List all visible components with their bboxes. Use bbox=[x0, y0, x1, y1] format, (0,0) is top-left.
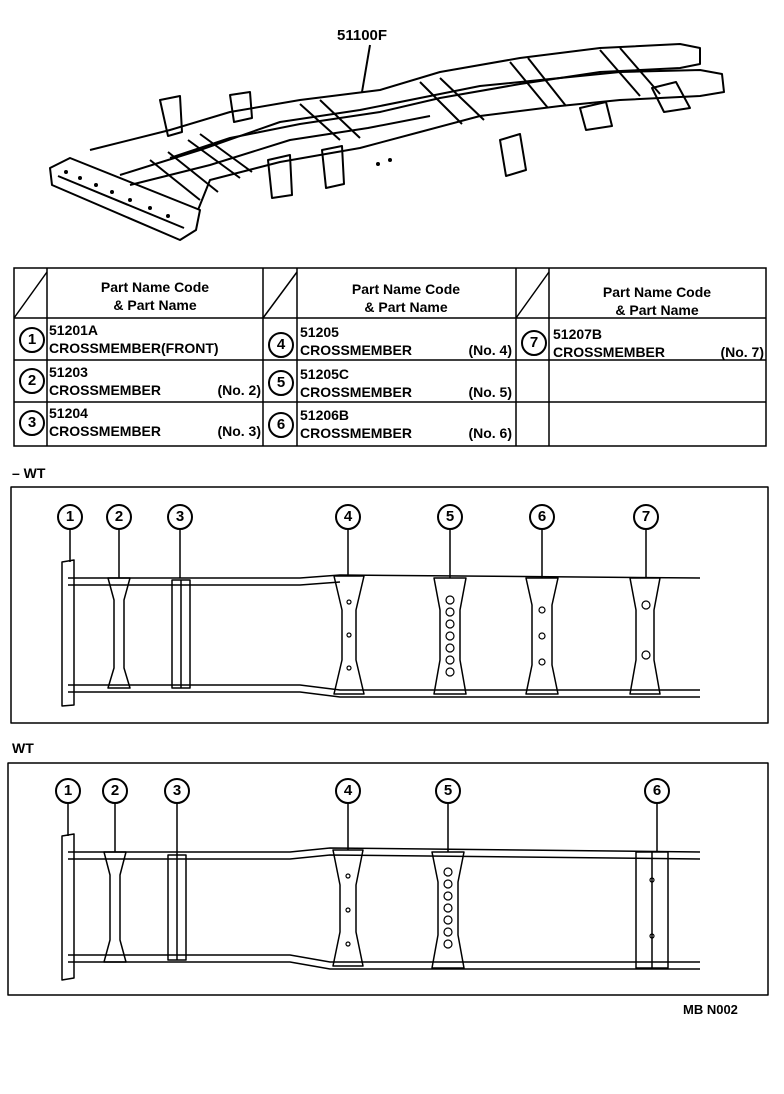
part-name: CROSSMEMBER bbox=[553, 344, 666, 360]
table-header-1: Part Name Code & Part Name bbox=[48, 278, 262, 314]
part-suffix: (No. 6) bbox=[468, 425, 512, 441]
part-row: 51205 CROSSMEMBER (No. 4) bbox=[300, 323, 512, 359]
part-name: CROSSMEMBER bbox=[300, 384, 413, 400]
part-code: 51205 bbox=[300, 324, 339, 340]
footer-code: MB N002 bbox=[683, 1002, 738, 1017]
header-line1: Part Name Code bbox=[100, 279, 210, 295]
header-line1: Part Name Code bbox=[602, 284, 712, 300]
callout-3: 3 bbox=[167, 504, 193, 530]
callout-number: 5 bbox=[268, 370, 294, 396]
callout-4: 4 bbox=[335, 504, 361, 530]
section-label-wt: WT bbox=[12, 740, 34, 756]
callout-6: 6 bbox=[529, 504, 555, 530]
part-suffix: (No. 4) bbox=[468, 342, 512, 358]
callout-number: 6 bbox=[268, 412, 294, 438]
header-line2: & Part Name bbox=[364, 299, 448, 315]
part-code: 51205C bbox=[300, 366, 350, 382]
part-row: 51205C CROSSMEMBER (No. 5) bbox=[300, 365, 512, 401]
callout-2: 2 bbox=[102, 778, 128, 804]
callout-number: 2 bbox=[19, 368, 45, 394]
header-line2: & Part Name bbox=[615, 302, 699, 318]
part-name: CROSSMEMBER bbox=[300, 425, 413, 441]
part-row: 51207B CROSSMEMBER (No. 7) bbox=[553, 325, 764, 361]
callout-2: 2 bbox=[106, 504, 132, 530]
callout-3: 3 bbox=[164, 778, 190, 804]
callout-5: 5 bbox=[435, 778, 461, 804]
callout-7: 7 bbox=[633, 504, 659, 530]
plan-view-top-svg bbox=[10, 486, 769, 724]
part-suffix: (No. 3) bbox=[217, 423, 261, 439]
part-suffix: (No. 7) bbox=[720, 344, 764, 360]
part-code: 51206B bbox=[300, 407, 350, 423]
header-line2: & Part Name bbox=[113, 297, 197, 313]
part-name: CROSSMEMBER bbox=[300, 342, 413, 358]
part-row: 51206B CROSSMEMBER (No. 6) bbox=[300, 406, 512, 442]
parts-table-grid bbox=[13, 267, 767, 447]
callout-5: 5 bbox=[437, 504, 463, 530]
frame-part-number: 51100F bbox=[337, 27, 388, 44]
part-code: 51204 bbox=[49, 405, 88, 421]
callout-number: 7 bbox=[521, 330, 547, 356]
part-suffix: (No. 5) bbox=[468, 384, 512, 400]
part-row: 51201A CROSSMEMBER(FRONT) bbox=[49, 321, 219, 357]
callout-1: 1 bbox=[55, 778, 81, 804]
callout-number: 3 bbox=[19, 410, 45, 436]
callout-1: 1 bbox=[57, 504, 83, 530]
part-code: 51207B bbox=[553, 326, 603, 342]
callout-number: 1 bbox=[19, 327, 45, 353]
part-suffix: (No. 2) bbox=[217, 382, 261, 398]
table-header-2: Part Name Code & Part Name bbox=[298, 280, 514, 316]
callout-6: 6 bbox=[644, 778, 670, 804]
part-row: 51204 CROSSMEMBER (No. 3) bbox=[49, 404, 261, 440]
part-name: CROSSMEMBER(FRONT) bbox=[49, 340, 219, 356]
part-name: CROSSMEMBER bbox=[49, 382, 162, 398]
header-line1: Part Name Code bbox=[351, 281, 461, 297]
callout-number: 4 bbox=[268, 332, 294, 358]
part-code: 51201A bbox=[49, 322, 99, 338]
callout-4: 4 bbox=[335, 778, 361, 804]
plan-view-bottom-svg bbox=[7, 762, 769, 996]
part-name: CROSSMEMBER bbox=[49, 423, 162, 439]
part-code: 51203 bbox=[49, 364, 88, 380]
part-row: 51203 CROSSMEMBER (No. 2) bbox=[49, 363, 261, 399]
table-header-3: Part Name Code & Part Name bbox=[550, 283, 764, 319]
frame-perspective-svg bbox=[49, 43, 725, 241]
section-label-minus-wt: – WT bbox=[12, 465, 46, 481]
